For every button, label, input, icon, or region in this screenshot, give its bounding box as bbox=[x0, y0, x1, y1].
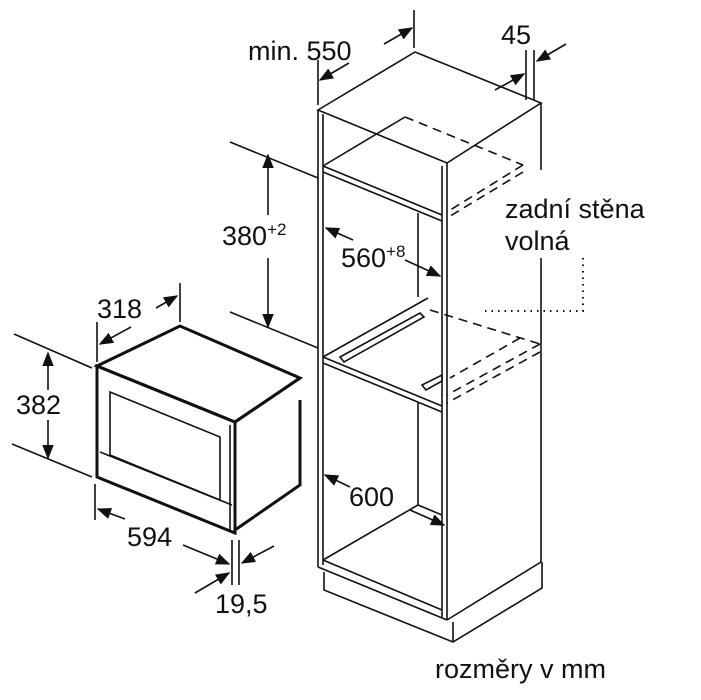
cabinet-depth-label: min. 550 bbox=[248, 36, 352, 66]
cabinet-drawing bbox=[316, 51, 584, 643]
cabinet-width-label: 600 bbox=[349, 482, 394, 512]
niche-height-value: 380 bbox=[222, 221, 267, 251]
niche-width-value: 560 bbox=[341, 243, 386, 273]
rear-wall-note-line1: zadní stěna bbox=[505, 194, 646, 224]
microwave-drawing bbox=[93, 324, 304, 536]
niche-height-label: 380+2 bbox=[222, 220, 286, 251]
front-panel-label: 19,5 bbox=[215, 589, 268, 619]
niche-width-tolerance: +8 bbox=[386, 242, 405, 261]
rear-gap-label: 45 bbox=[501, 20, 531, 50]
appliance-depth-label: 318 bbox=[97, 294, 142, 324]
niche-width-label: 560+8 bbox=[341, 242, 405, 273]
cabinet-dimensions bbox=[229, 10, 567, 526]
rear-wall-note-line2: volná bbox=[505, 226, 571, 256]
units-note: rozměry v mm bbox=[435, 654, 606, 684]
appliance-height-label: 382 bbox=[16, 390, 61, 420]
microwave-dimensions bbox=[11, 283, 275, 594]
niche-height-tolerance: +2 bbox=[267, 220, 286, 239]
appliance-width-label: 594 bbox=[127, 522, 172, 552]
